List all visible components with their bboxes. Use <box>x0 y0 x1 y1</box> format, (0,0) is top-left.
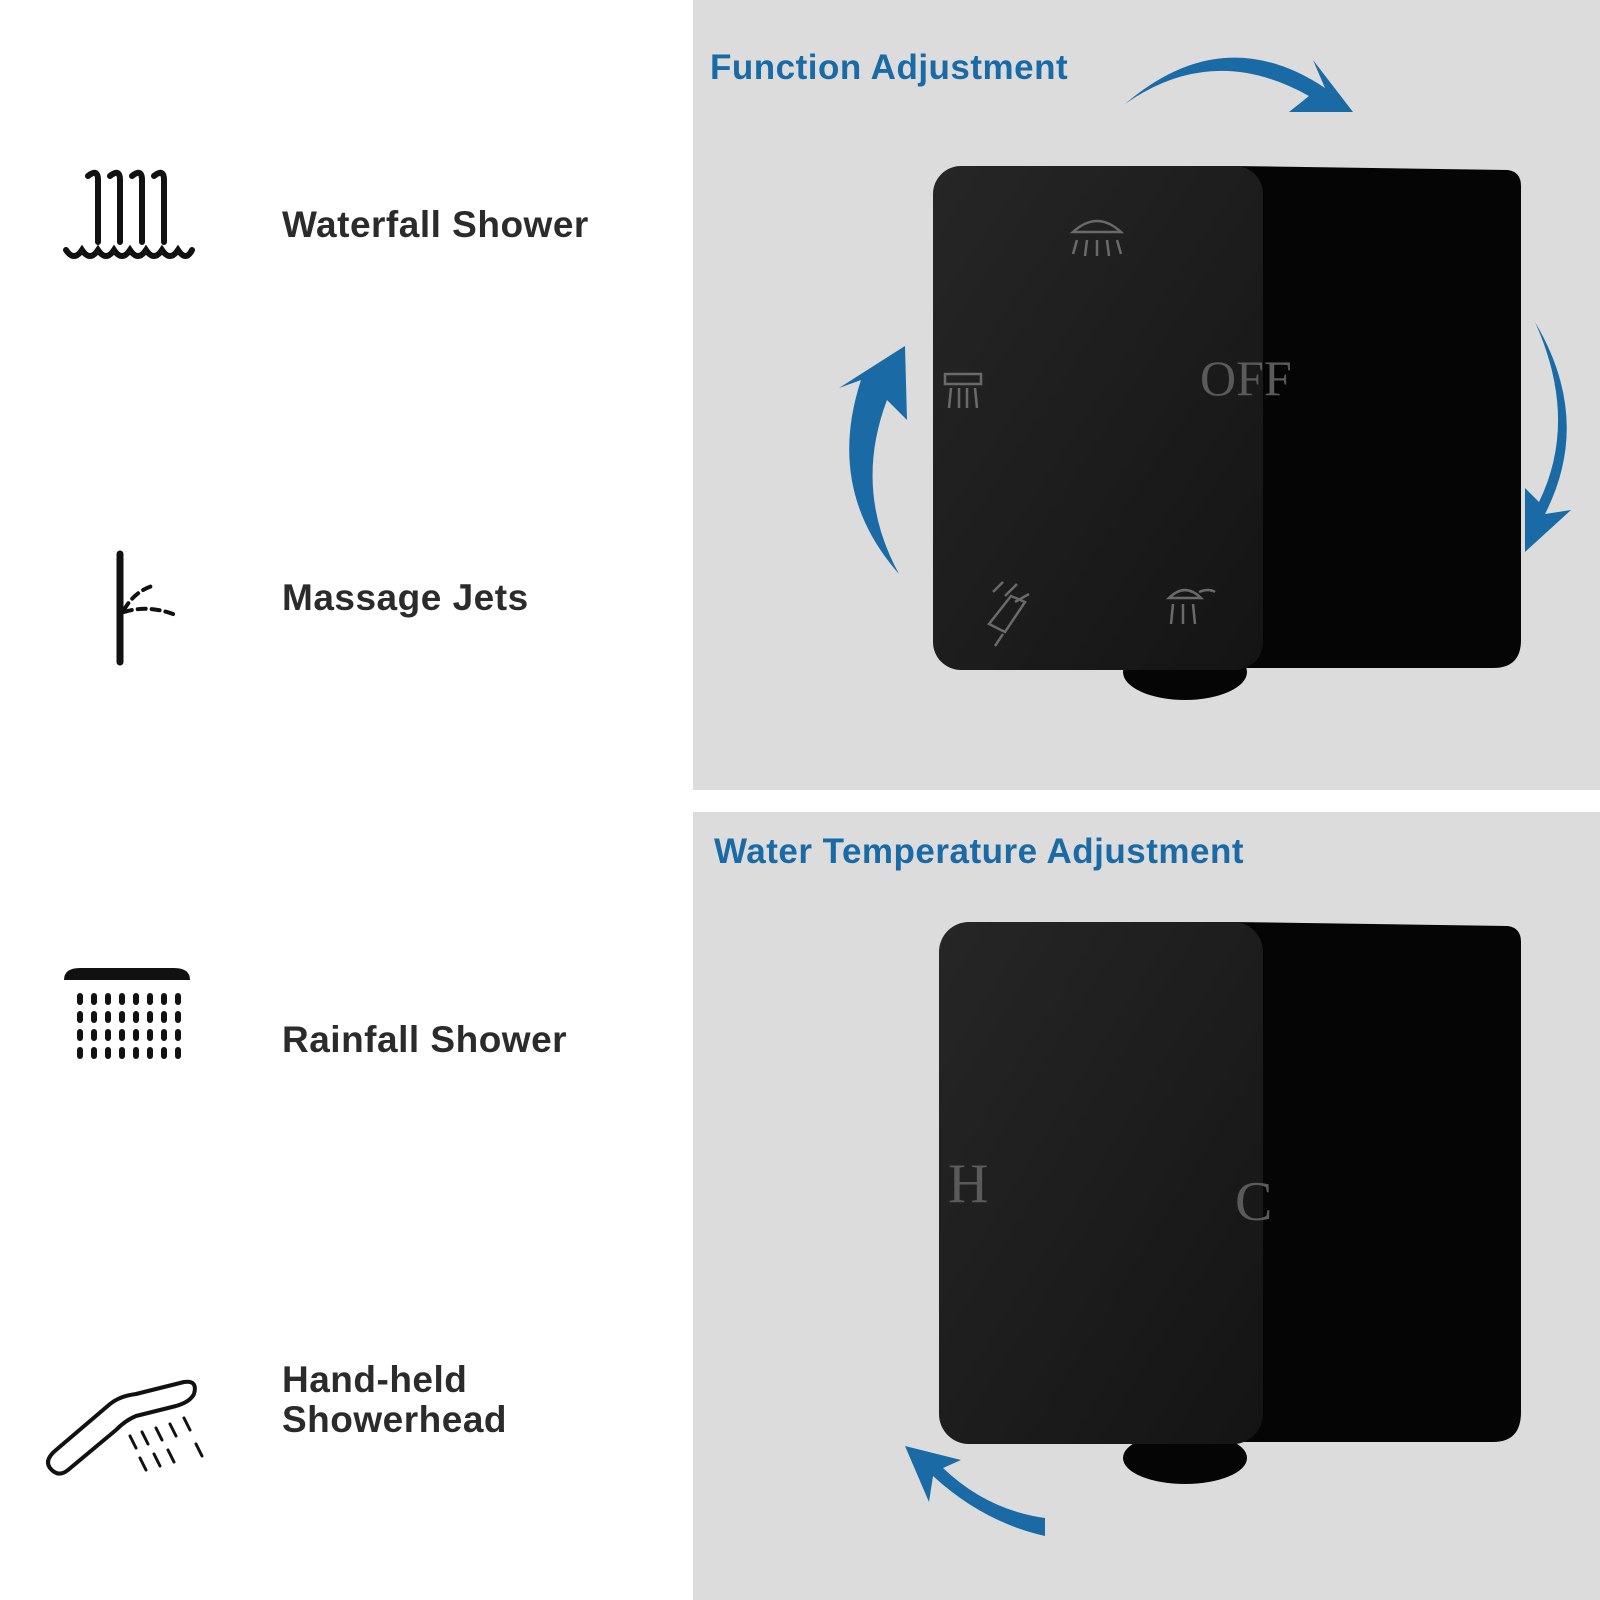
handheld-symbol-icon <box>987 581 1030 647</box>
showerhead-symbol-icon <box>1069 219 1125 257</box>
waterfall-symbol-icon <box>943 372 983 409</box>
feature-list: Waterfall Shower Massage Jets <box>0 0 693 1600</box>
hot-label: H <box>948 1153 988 1215</box>
feature-label: Hand-held Showerhead <box>282 1359 507 1440</box>
rainfall-shower-icon <box>64 968 190 1059</box>
feature-handheld-showerhead: Hand-held Showerhead <box>0 1360 693 1500</box>
massage-symbol-icon <box>1165 588 1216 625</box>
arrow-up-left-icon <box>839 346 907 574</box>
knob-side <box>1233 922 1521 1442</box>
handheld-showerhead-icon <box>46 1379 204 1476</box>
temperature-adjustment-panel: Water Temperature Adjustment H C <box>693 812 1600 1600</box>
feature-massage-jets: Massage Jets <box>0 530 693 670</box>
feature-rainfall-shower: Rainfall Shower <box>0 960 693 1100</box>
function-knob[interactable] <box>933 166 1263 670</box>
feature-label: Massage Jets <box>282 577 529 618</box>
feature-label: Rainfall Shower <box>282 1019 568 1060</box>
waterfall-shower-icon <box>63 169 195 259</box>
temperature-knob-illustration: H C <box>905 922 1521 1536</box>
function-knob-illustration: OFF <box>839 57 1571 700</box>
panel-title: Water Temperature Adjustment <box>714 832 1245 871</box>
temperature-knob[interactable] <box>939 922 1263 1444</box>
feature-waterfall-shower: Waterfall Shower <box>0 150 693 290</box>
knob-off-label: OFF <box>1200 350 1292 406</box>
arrow-clockwise-top-icon <box>1125 57 1353 112</box>
massage-jets-icon <box>116 550 180 666</box>
arrow-down-right-icon <box>1525 322 1571 552</box>
arrow-counterclockwise-icon <box>905 1446 1045 1536</box>
panel-title: Function Adjustment <box>710 48 1069 87</box>
cold-label: C <box>1235 1171 1272 1233</box>
feature-label: Waterfall Shower <box>282 204 589 245</box>
knob-stem <box>1123 1432 1247 1484</box>
knob-side <box>1233 166 1521 668</box>
function-adjustment-panel: Function Adjustment OFF <box>693 0 1600 790</box>
rotation-arrows <box>839 57 1571 574</box>
